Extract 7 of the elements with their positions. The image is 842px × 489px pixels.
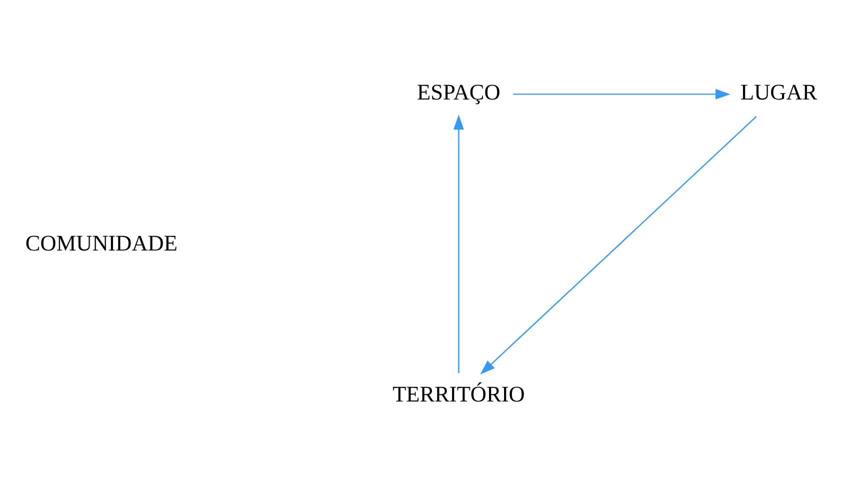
arrow	[454, 114, 464, 373]
arrow	[513, 88, 730, 99]
node-text: TERRITÓRIO	[392, 380, 525, 406]
node-text: LUGAR	[740, 79, 818, 104]
node-text: ESPAÇO	[417, 79, 500, 104]
label: COMUNIDADE	[25, 230, 178, 255]
arrow	[480, 116, 757, 374]
